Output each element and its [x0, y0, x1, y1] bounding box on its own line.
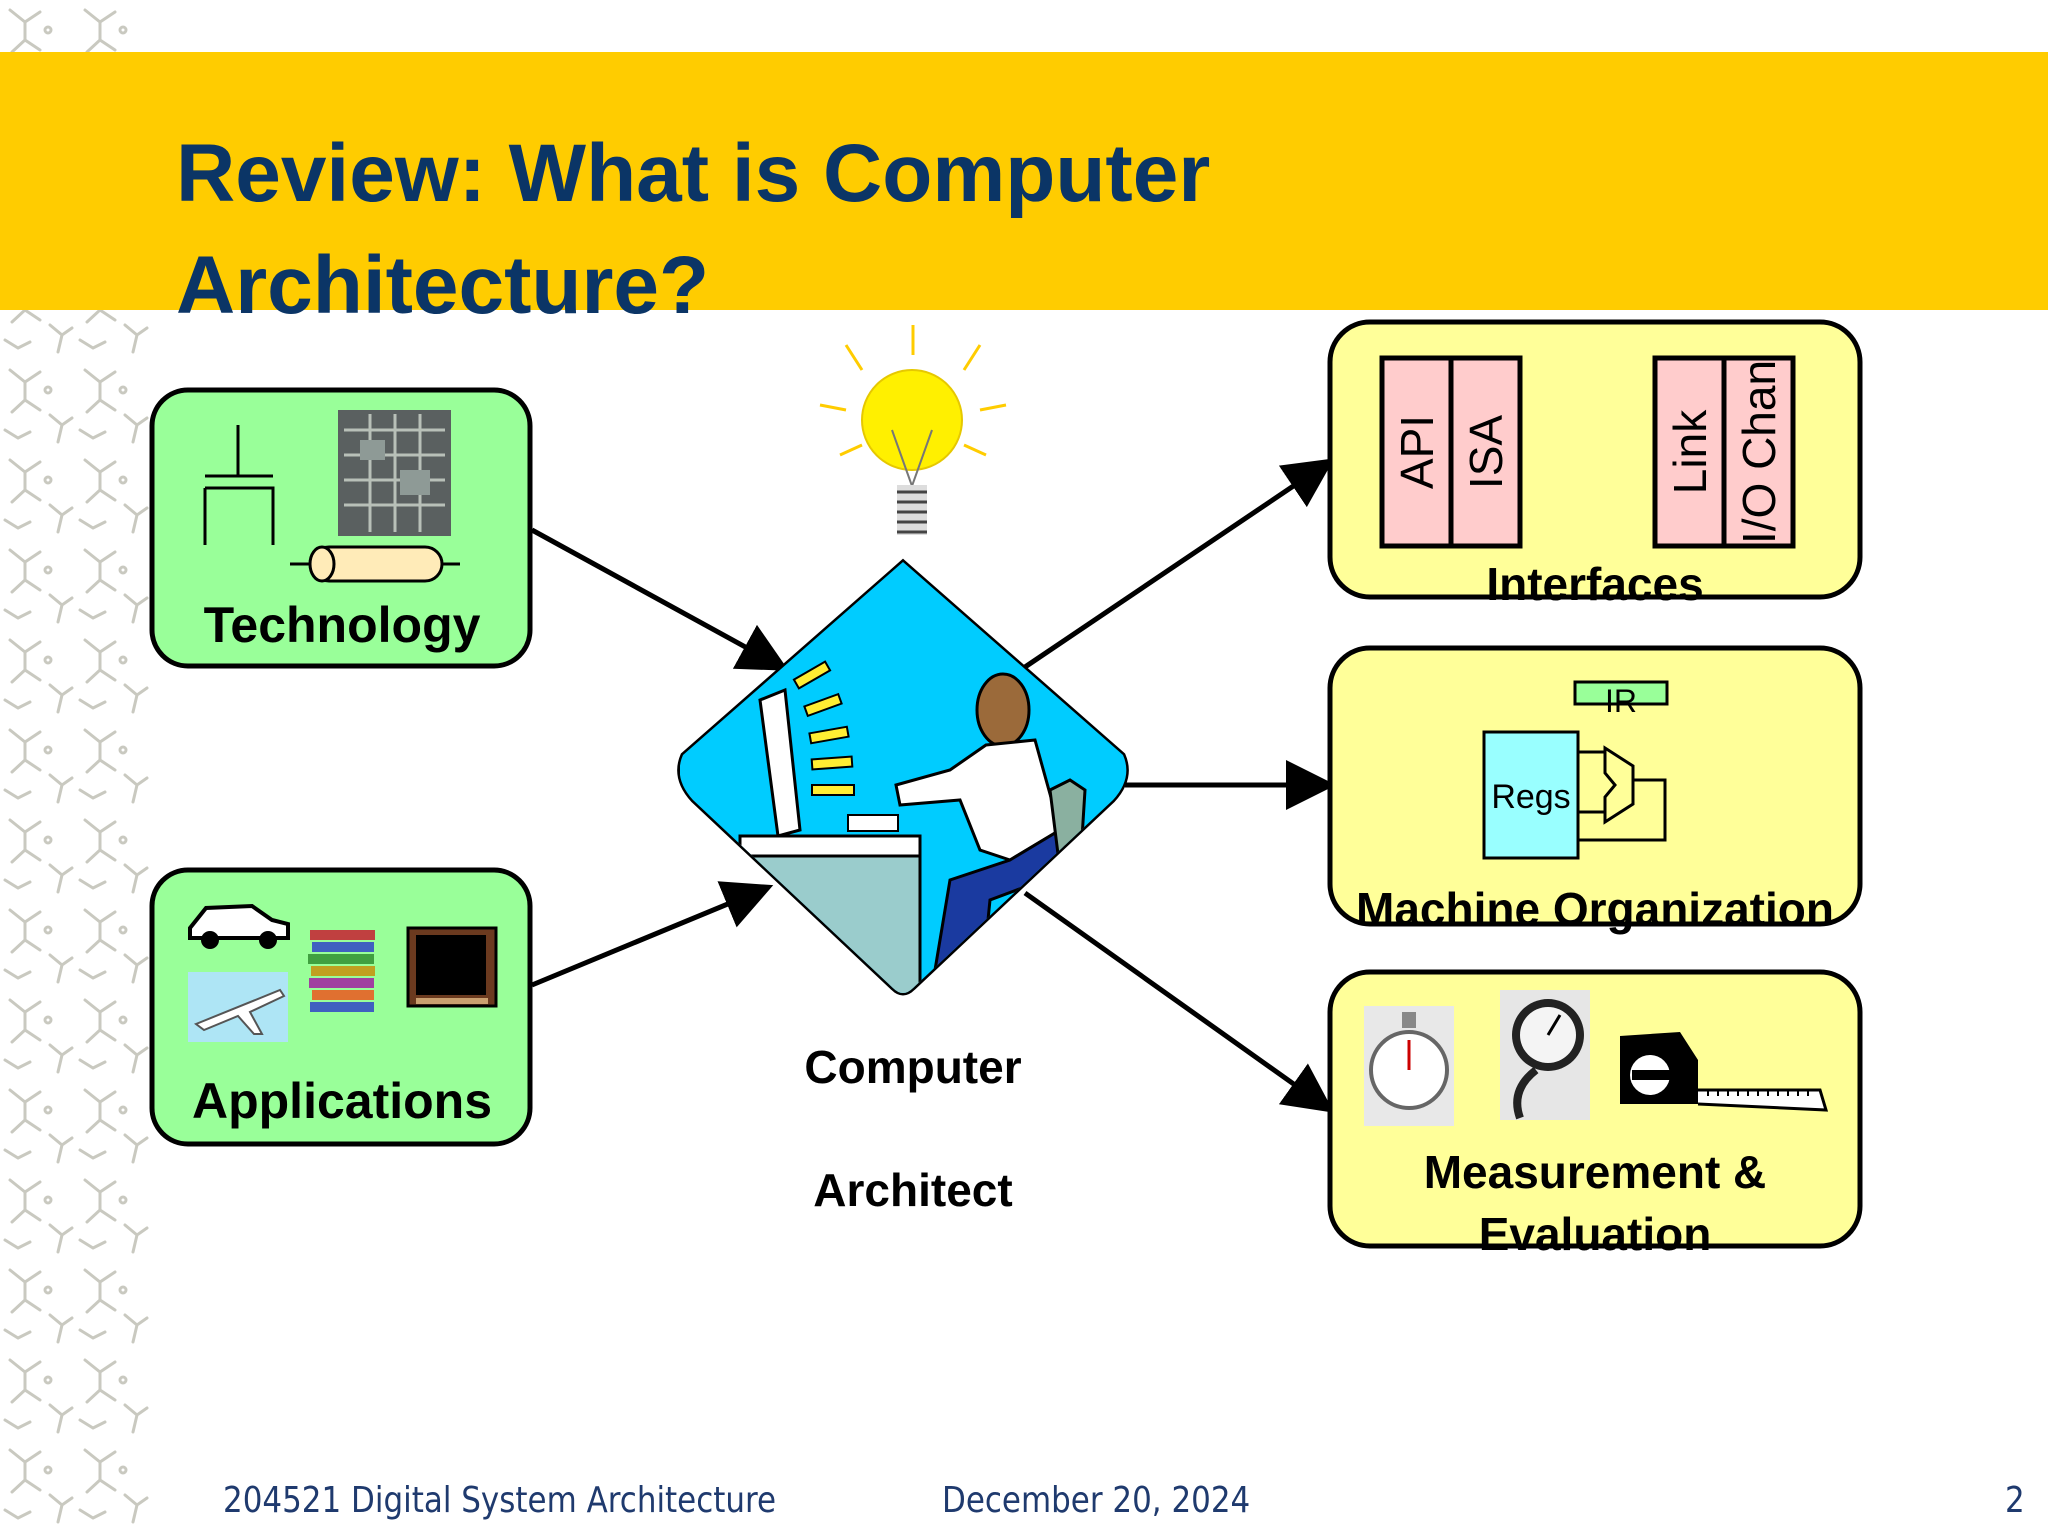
footer-course-name: 204521 Digital System Architecture — [223, 1480, 777, 1521]
isa-label: ISA — [1460, 415, 1512, 489]
chip-die-icon — [338, 410, 451, 536]
measurement-label-line-2: Evaluation — [1479, 1208, 1712, 1260]
technology-label: Technology — [204, 597, 481, 653]
slide-title-line-2: Architecture? — [176, 240, 710, 331]
screen-rays — [792, 660, 855, 796]
interfaces-label: Interfaces — [1486, 558, 1703, 610]
technology-box: Technology — [149, 387, 533, 669]
architect-diamond — [677, 558, 1129, 996]
datapath-figure: IR Regs — [1482, 680, 1669, 860]
io-channel-label: I/O Chan — [1733, 360, 1785, 544]
link-label: Link — [1664, 409, 1716, 494]
machine-organization-box: IR Regs Machine Organization — [1327, 645, 1863, 935]
architecture-diagram: Technology Applications — [149, 319, 1863, 1260]
stopwatch-icon — [1364, 1006, 1454, 1126]
airplane-icon — [188, 972, 288, 1042]
title-band — [0, 52, 2048, 310]
tape-measure-icon — [1620, 1032, 1829, 1112]
machine-organization-label: Machine Organization — [1356, 883, 1834, 935]
api-label: API — [1391, 415, 1443, 489]
television-icon — [406, 926, 498, 1008]
applications-label: Applications — [192, 1073, 492, 1129]
connection-arrows — [530, 458, 1336, 1113]
lightbulb-icon — [819, 325, 1007, 535]
applications-box: Applications — [149, 867, 533, 1147]
arrow-applications-to-architect — [531, 881, 774, 988]
arrow-architect-to-measurement — [1023, 890, 1335, 1113]
link-io-stack: Link I/O Chan — [1652, 355, 1796, 549]
architect-label-line-1: Computer — [804, 1041, 1021, 1093]
regs-label: Regs — [1491, 778, 1570, 816]
architect-label-line-2: Architect — [813, 1164, 1012, 1216]
slide-title-line-1: Review: What is Computer — [176, 128, 1211, 219]
wire-resistor-icon — [290, 545, 460, 583]
pressure-gauge-icon — [1500, 990, 1590, 1120]
measurement-label-line-1: Measurement & — [1424, 1146, 1767, 1198]
footer-date: December 20, 2024 — [942, 1480, 1251, 1521]
arrow-architect-to-interfaces — [1023, 458, 1335, 670]
api-isa-stack: API ISA — [1379, 355, 1523, 549]
car-icon — [188, 903, 290, 949]
slide-title: Review: What is Computer Architecture? — [176, 118, 1476, 342]
ir-label: IR — [1605, 683, 1637, 719]
books-icon — [308, 930, 375, 1012]
interfaces-box: API ISA Link I/O Chan Interfaces — [1327, 319, 1863, 610]
measurement-box: Measurement & Evaluation — [1327, 969, 1863, 1260]
arrow-technology-to-architect — [530, 527, 789, 671]
transistor-symbol-icon — [203, 425, 275, 545]
footer-page-number: 2 — [2005, 1480, 2025, 1521]
